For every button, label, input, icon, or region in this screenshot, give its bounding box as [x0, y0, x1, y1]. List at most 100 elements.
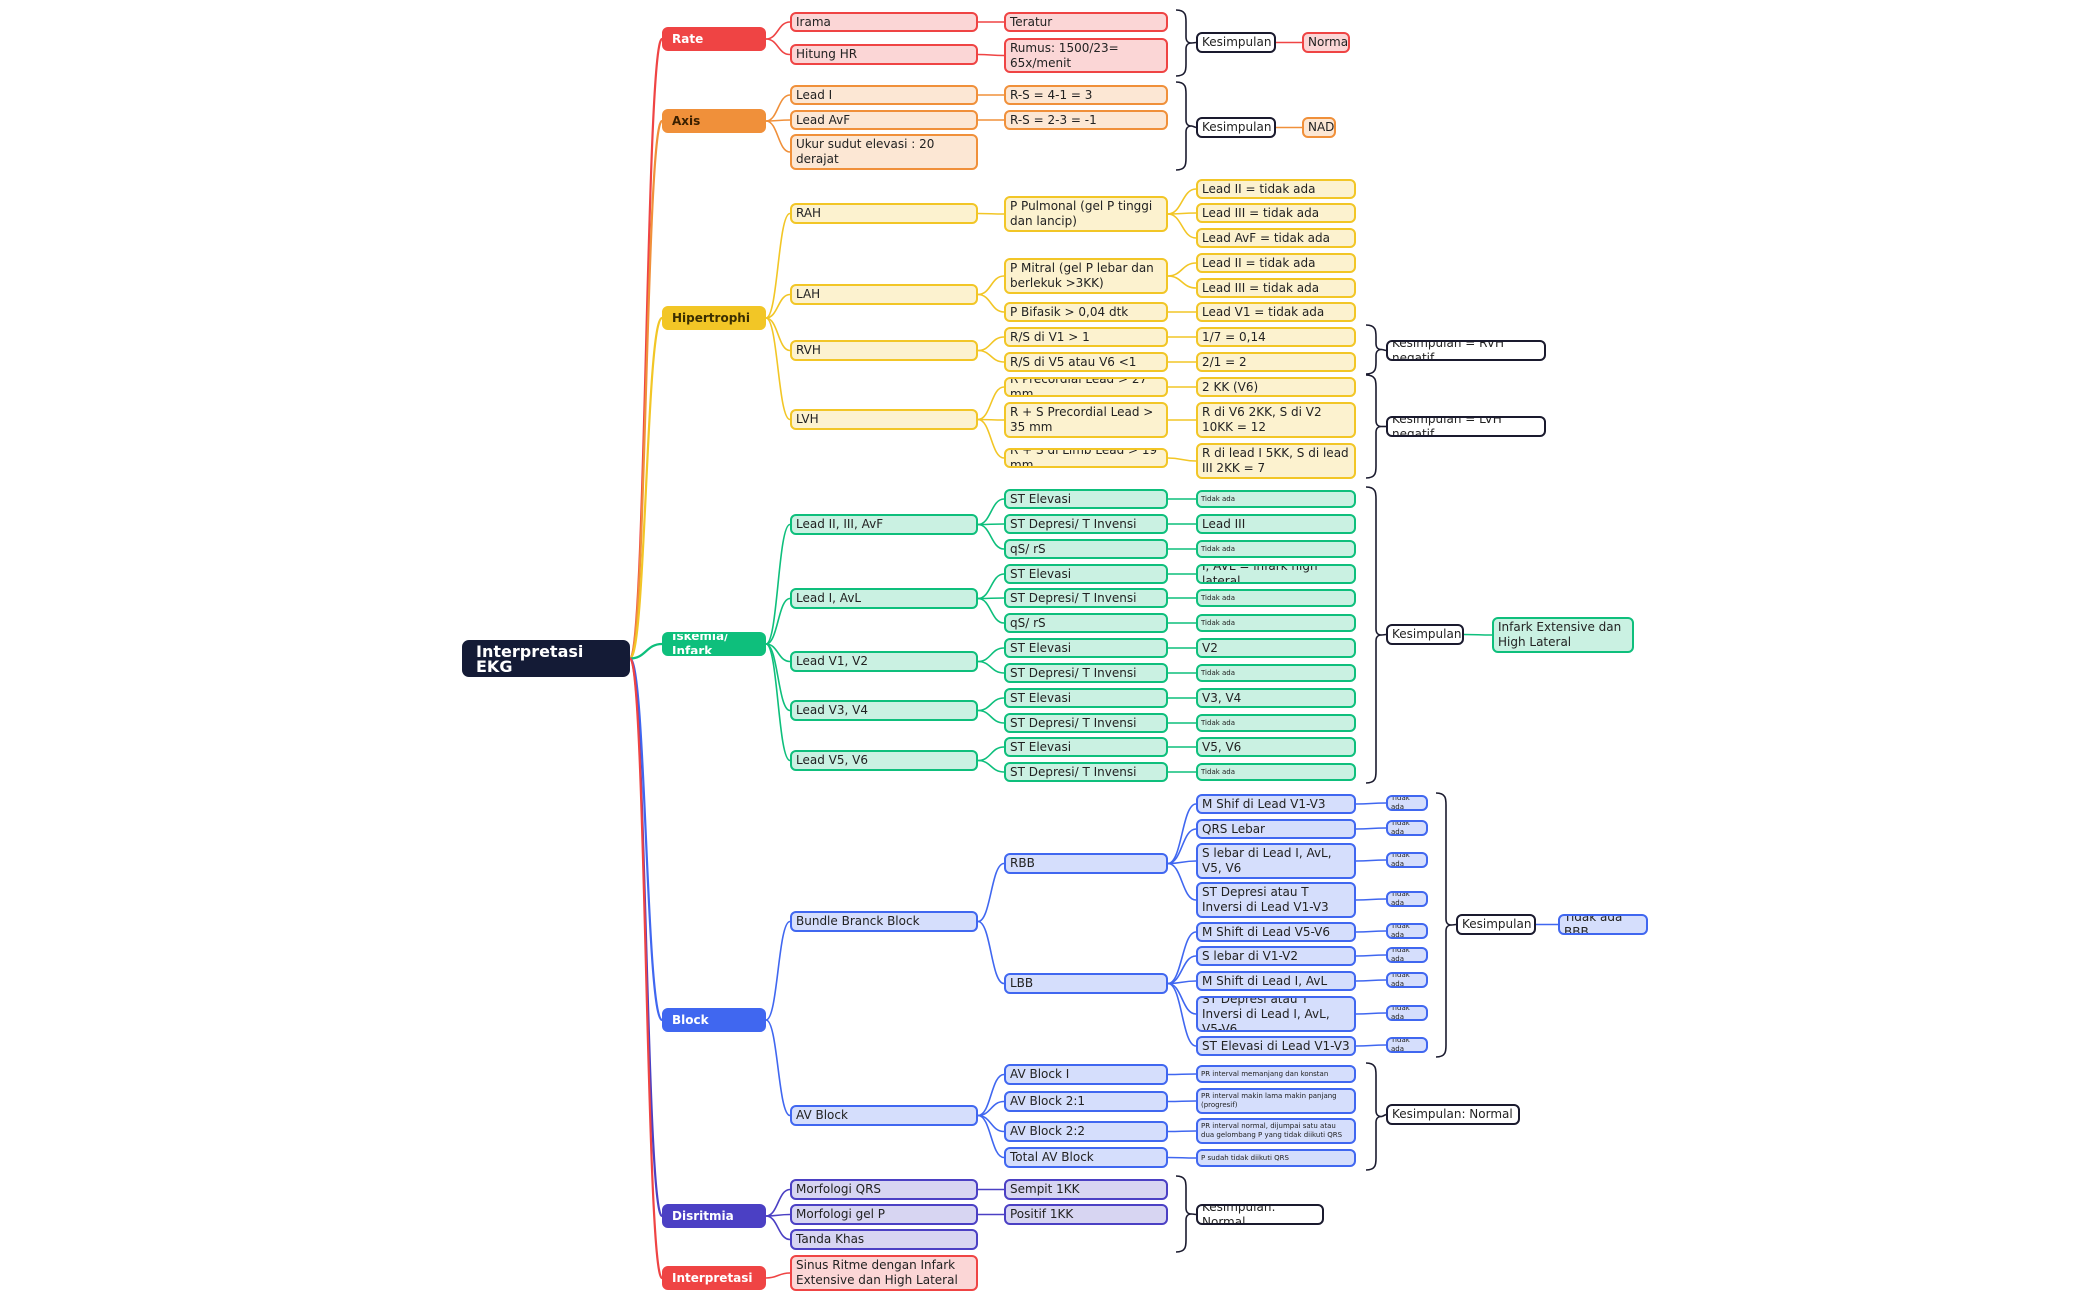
node-av-block-2-2-value[interactable]: PR interval normal, dijumpai satu atau d…: [1196, 1118, 1356, 1144]
branch-disritmia[interactable]: Disritmia: [662, 1204, 766, 1228]
node-rbb-4-value[interactable]: Tidak ada: [1386, 891, 1428, 907]
node-g1-qs-rs-value[interactable]: Tidak ada: [1196, 540, 1356, 558]
node-lbb-5-value[interactable]: Tidak ada: [1386, 1037, 1428, 1053]
node-rbb-2[interactable]: QRS Lebar: [1196, 819, 1356, 839]
node-morfologi-gel-p[interactable]: Morfologi gel P: [790, 1204, 978, 1225]
node-lead-v5-v6[interactable]: Lead V5, V6: [790, 750, 978, 771]
branch-iskemia-infark[interactable]: Iskemia/ Infark: [662, 632, 766, 656]
node-lvh-3-value[interactable]: R di lead I 5KK, S di lead III 2KK = 7: [1196, 443, 1356, 479]
node-lbb-4[interactable]: ST Depresi atau T Inversi di Lead I, AvL…: [1196, 996, 1356, 1032]
kesimpulan-iskemia-value[interactable]: Infark Extensive dan High Lateral: [1492, 617, 1634, 653]
kesimpulan-iskemia[interactable]: Kesimpulan: [1386, 624, 1464, 645]
branch-rate[interactable]: Rate: [662, 27, 766, 51]
node-g1-st-elevasi-value[interactable]: Tidak ada: [1196, 490, 1356, 508]
node-rbb-2-value[interactable]: Tidak ada: [1386, 820, 1428, 836]
node-lead-ii-iii-avf[interactable]: Lead II, III, AvF: [790, 514, 978, 535]
node-rvh-2-value[interactable]: 2/1 = 2: [1196, 352, 1356, 372]
node-total-av-block[interactable]: Total AV Block: [1004, 1147, 1168, 1168]
kesimpulan-bbb-value[interactable]: Tidak ada BBB: [1558, 914, 1648, 935]
node-g4-st-depresi-value[interactable]: Tidak ada: [1196, 714, 1356, 732]
kesimpulan-rate-value[interactable]: Normal: [1302, 32, 1350, 53]
node-g4-st-elevasi[interactable]: ST Elevasi: [1004, 688, 1168, 708]
node-g1-st-elevasi[interactable]: ST Elevasi: [1004, 489, 1168, 509]
node-lbb-4-value[interactable]: Tidak ada: [1386, 1005, 1428, 1021]
branch-axis[interactable]: Axis: [662, 109, 766, 133]
node-lbb-2-value[interactable]: Tidak ada: [1386, 947, 1428, 963]
kesimpulan-lvh[interactable]: Kesimpulan = LVH negatif: [1386, 416, 1546, 437]
node-rvh-1-value[interactable]: 1/7 = 0,14: [1196, 327, 1356, 347]
node-g3-st-elevasi-value[interactable]: V2: [1196, 638, 1356, 658]
node-g5-st-depresi-value[interactable]: Tidak ada: [1196, 763, 1356, 781]
node-g5-st-depresi[interactable]: ST Depresi/ T Invensi: [1004, 762, 1168, 782]
node-p-mitral[interactable]: P Mitral (gel P lebar dan berlekuk >3KK): [1004, 258, 1168, 294]
kesimpulan-bbb[interactable]: Kesimpulan: [1456, 914, 1536, 935]
node-g2-st-elevasi[interactable]: ST Elevasi: [1004, 564, 1168, 584]
node-interpretasi-value[interactable]: Sinus Ritme dengan Infark Extensive dan …: [790, 1255, 978, 1291]
node-rumus[interactable]: Rumus: 1500/23= 65x/menit: [1004, 38, 1168, 73]
node-lvh-1-value[interactable]: 2 KK (V6): [1196, 377, 1356, 397]
node-g4-st-depresi[interactable]: ST Depresi/ T Invensi: [1004, 713, 1168, 733]
node-lbb-5[interactable]: ST Elevasi di Lead V1-V3: [1196, 1036, 1356, 1056]
node-rah-lead-iii[interactable]: Lead III = tidak ada: [1196, 203, 1356, 223]
node-lah-lead-v1[interactable]: Lead V1 = tidak ada: [1196, 302, 1356, 322]
node-g5-st-elevasi-value[interactable]: V5, V6: [1196, 737, 1356, 757]
node-g1-qs-rs[interactable]: qS/ rS: [1004, 539, 1168, 559]
node-sudut[interactable]: Ukur sudut elevasi : 20 derajat: [790, 134, 978, 170]
node-g5-st-elevasi[interactable]: ST Elevasi: [1004, 737, 1168, 757]
node-lvh-3[interactable]: R + S di Limb Lead > 19 mm: [1004, 448, 1168, 468]
node-av-block-2-1[interactable]: AV Block 2:1: [1004, 1091, 1168, 1112]
node-lvh[interactable]: LVH: [790, 409, 978, 430]
node-g3-st-elevasi[interactable]: ST Elevasi: [1004, 638, 1168, 658]
branch-block[interactable]: Block: [662, 1008, 766, 1032]
node-lah-lead-iii[interactable]: Lead III = tidak ada: [1196, 278, 1356, 298]
kesimpulan-axis-value[interactable]: NAD: [1302, 117, 1336, 138]
node-av-block-2-2[interactable]: AV Block 2:2: [1004, 1121, 1168, 1142]
node-rbb-4[interactable]: ST Depresi atau T Inversi di Lead V1-V3: [1196, 882, 1356, 918]
node-lbb-3[interactable]: M Shift di Lead I, AvL: [1196, 971, 1356, 991]
node-morfologi-qrs-value[interactable]: Sempit 1KK: [1004, 1179, 1168, 1200]
branch-interpretasi[interactable]: Interpretasi: [662, 1266, 766, 1290]
node-lvh-2-value[interactable]: R di V6 2KK, S di V2 10KK = 12: [1196, 402, 1356, 438]
node-rah-lead-avf[interactable]: Lead AvF = tidak ada: [1196, 228, 1356, 248]
node-p-bifasik[interactable]: P Bifasik > 0,04 dtk: [1004, 302, 1168, 322]
node-lah-lead-ii[interactable]: Lead II = tidak ada: [1196, 253, 1356, 273]
node-rvh[interactable]: RVH: [790, 340, 978, 361]
branch-hipertrophi[interactable]: Hipertrophi: [662, 306, 766, 330]
node-teratur[interactable]: Teratur: [1004, 12, 1168, 32]
node-rvh-1[interactable]: R/S di V1 > 1: [1004, 327, 1168, 347]
node-g3-st-depresi-value[interactable]: Tidak ada: [1196, 664, 1356, 682]
node-tanda-khas[interactable]: Tanda Khas: [790, 1229, 978, 1250]
node-rbb-3[interactable]: S lebar di Lead I, AvL, V5, V6: [1196, 843, 1356, 879]
node-lvh-2[interactable]: R + S Precordial Lead > 35 mm: [1004, 402, 1168, 438]
node-rah[interactable]: RAH: [790, 203, 978, 224]
node-lead-i-value[interactable]: R-S = 4-1 = 3: [1004, 85, 1168, 105]
node-av-block-i[interactable]: AV Block I: [1004, 1064, 1168, 1085]
node-lead-v1-v2[interactable]: Lead V1, V2: [790, 651, 978, 672]
node-g2-qs-rs-value[interactable]: Tidak ada: [1196, 614, 1356, 632]
node-g3-st-depresi[interactable]: ST Depresi/ T Invensi: [1004, 663, 1168, 683]
node-g2-qs-rs[interactable]: qS/ rS: [1004, 613, 1168, 633]
node-rbb-1-value[interactable]: Tidak ada: [1386, 795, 1428, 811]
node-irama[interactable]: Irama: [790, 12, 978, 32]
node-g1-st-depresi-value[interactable]: Lead III: [1196, 514, 1356, 534]
node-rah-lead-ii[interactable]: Lead II = tidak ada: [1196, 179, 1356, 199]
node-av-block[interactable]: AV Block: [790, 1105, 978, 1126]
node-p-pulmonal[interactable]: P Pulmonal (gel P tinggi dan lancip): [1004, 196, 1168, 232]
node-lbb-1[interactable]: M Shift di Lead V5-V6: [1196, 922, 1356, 942]
node-lead-i[interactable]: Lead I: [790, 85, 978, 105]
root-node[interactable]: Interpretasi EKG: [462, 640, 630, 677]
node-lead-avf[interactable]: Lead AvF: [790, 110, 978, 130]
node-g2-st-depresi[interactable]: ST Depresi/ T Invensi: [1004, 588, 1168, 608]
kesimpulan-disritmia[interactable]: Kesimpulan: Normal: [1196, 1204, 1324, 1225]
node-lbb-2[interactable]: S lebar di V1-V2: [1196, 946, 1356, 966]
node-morfologi-gel-p-value[interactable]: Positif 1KK: [1004, 1204, 1168, 1225]
node-total-av-block-value[interactable]: P sudah tidak diikuti QRS: [1196, 1149, 1356, 1167]
node-g4-st-elevasi-value[interactable]: V3, V4: [1196, 688, 1356, 708]
node-lbb-1-value[interactable]: Tidak ada: [1386, 923, 1428, 939]
node-lead-avf-value[interactable]: R-S = 2-3 = -1: [1004, 110, 1168, 130]
node-av-block-i-value[interactable]: PR interval memanjang dan konstan: [1196, 1065, 1356, 1083]
node-lbb[interactable]: LBB: [1004, 973, 1168, 994]
node-lah[interactable]: LAH: [790, 284, 978, 305]
node-lvh-1[interactable]: R Precordial Lead > 27 mm: [1004, 377, 1168, 397]
node-bundle-branch-block[interactable]: Bundle Branck Block: [790, 911, 978, 932]
